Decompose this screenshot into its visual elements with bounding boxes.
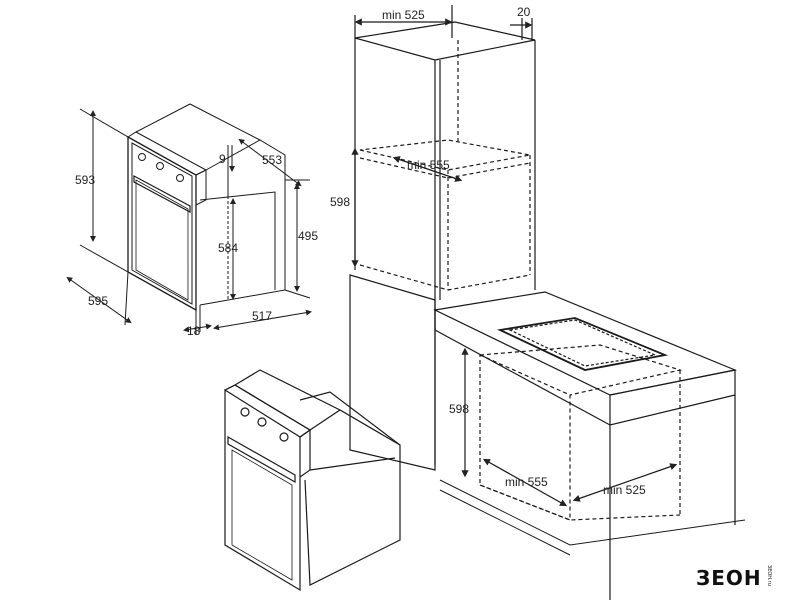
dim-under-height: 598 [449, 402, 469, 416]
dim-depth: 553 [262, 153, 282, 167]
dim-front: 18 [187, 324, 201, 338]
dim-body-depth: 517 [252, 309, 272, 323]
cabinet-dimension-labels: min 525 20 min 555 598 598 min 555 min 5… [330, 5, 646, 497]
dim-inner-height: 584 [218, 241, 238, 255]
dim-gap: 20 [517, 5, 531, 19]
dim-width: 595 [88, 294, 108, 308]
oven-dimensions-drawing [66, 103, 312, 335]
dim-column-width: min 555 [407, 158, 450, 172]
oven-dimension-labels: 593 595 553 9 584 495 18 517 [75, 152, 318, 338]
dim-body-height: 495 [298, 229, 318, 243]
dim-under-width: min 555 [505, 475, 548, 489]
dim-height: 593 [75, 173, 95, 187]
brand-logo: ЗЕОН ЗЕОН.ru [696, 565, 772, 590]
cabinet-drawing [349, 5, 746, 600]
brand-logo-text: ЗЕОН [696, 566, 762, 590]
oven-perspective-drawing [224, 369, 401, 592]
dim-top-width: min 525 [382, 8, 425, 22]
dim-panel: 9 [219, 152, 226, 166]
dim-column-height: 598 [330, 195, 350, 209]
dim-under-depth: min 525 [603, 483, 646, 497]
brand-logo-tagline: ЗЕОН.ru [766, 565, 772, 586]
